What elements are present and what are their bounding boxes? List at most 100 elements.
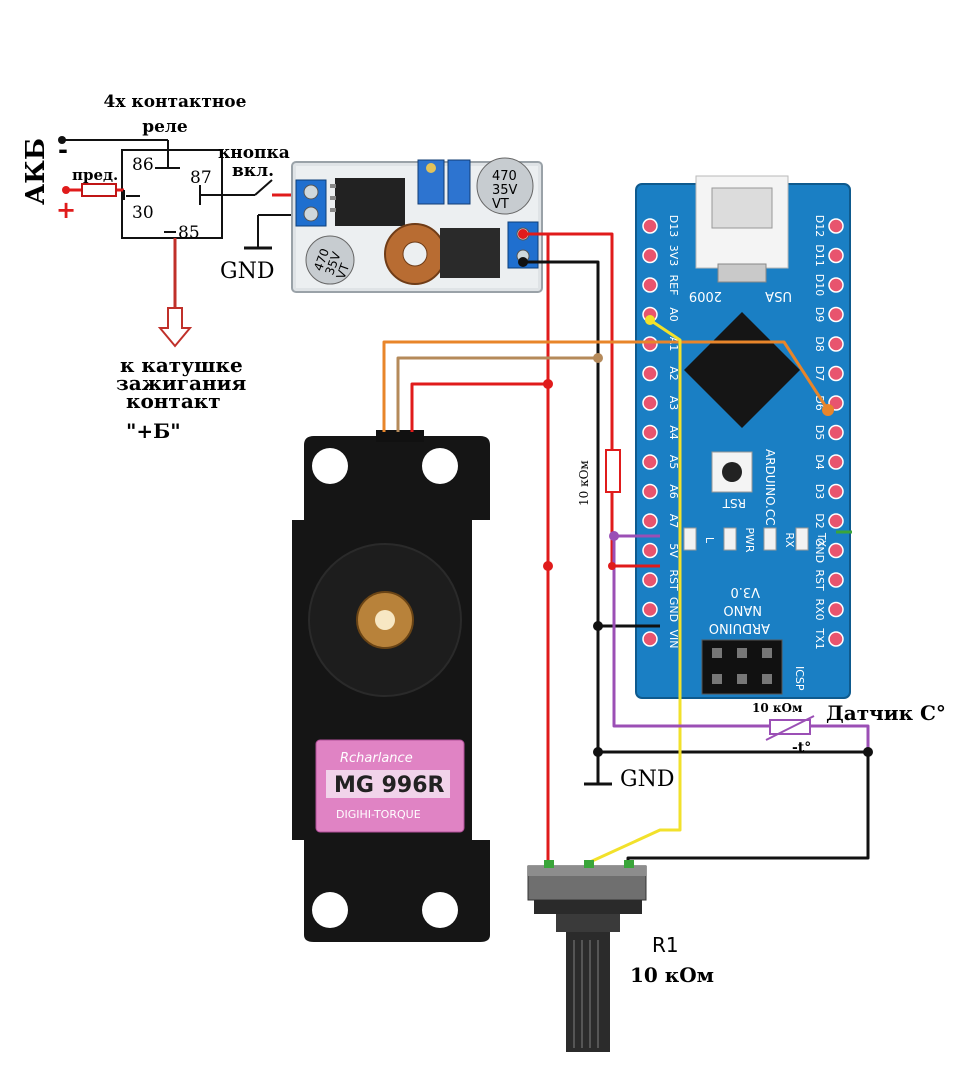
pin-right-label: GND [813,538,826,563]
pin-left-a6 [642,483,658,500]
pin-right-label: D2 [813,513,826,528]
pin-left-5v [642,542,658,559]
servo-model: MG 996R [334,773,445,798]
pin-left-rst [642,572,658,588]
pin-left-ref [642,277,658,293]
pin-right-d11 [828,247,844,264]
pin-left-a2 [642,365,658,382]
pin-left-label: D13 [667,215,680,237]
pin-right-tx1 [828,631,844,647]
pin-left-label: A6 [667,484,680,499]
junctions [518,229,873,757]
relay-pin-87: 87 [190,168,212,188]
gnd-bottom-label: GND [620,767,674,792]
pin-right-d10 [828,277,844,293]
pin-left-label: A4 [667,425,680,440]
pin-right-d9 [828,306,844,323]
relay-title-line2: реле [142,117,188,137]
pin-left-vin [642,631,658,647]
pot-value: 10 кОм [630,963,714,987]
pin-right-label: D11 [813,244,826,266]
resistor-label: 10 кОм [577,460,591,506]
pin-right-d4 [828,454,844,470]
fuse-label: пред. [72,166,118,184]
pin-left-d13 [642,218,658,234]
pin-left-label: GND [667,597,680,622]
pin-right-d7 [828,365,844,382]
pin-right-label: D10 [813,274,826,296]
pin-left-label: 5V [667,543,680,558]
pin-right-label: D7 [813,366,826,381]
relay-pin-30: 30 [132,203,154,223]
temperature-sensor: 10 кОм Датчик С° -t° [752,701,946,756]
led-label: L [703,537,716,544]
pin-left-a7 [642,513,658,529]
sensor-title: Датчик С° [826,701,946,725]
fuse: пред. [62,166,125,200]
pin-right-rx0 [828,601,844,618]
relay-title-line1: 4х контактное [104,92,247,112]
pin-left-label: A3 [667,396,680,411]
led-rx [763,527,777,551]
pin-left-3v3 [642,247,658,264]
pin-left-label: A5 [667,455,680,470]
arduino-name-line2: NANO [723,602,762,617]
dcdc-converter: 470 35V VT 470 35V VT [291,157,543,293]
pin-left-label: REF [667,275,680,296]
arduino-usa: USA [765,288,792,303]
pin-right-label: TX1 [813,627,826,649]
coil-connection: к катушке зажигания контакт "+Б" [116,238,246,443]
pin-left-label: VIN [667,630,680,649]
led-tx [795,527,809,551]
pin-left-a4 [642,424,658,441]
cap2-line3: VT [334,261,353,281]
relay-pin-85: 85 [178,223,200,243]
pin-right-d12 [828,218,844,234]
arduino-name-line3: V3.0 [730,584,760,599]
pin-right-label: D12 [813,215,826,237]
pin-left-a5 [642,454,658,470]
gnd-top-label: GND [220,259,274,284]
coil-label-line3: контакт [126,389,221,413]
pin-right-label: RST [813,569,826,591]
arduino-year: 2009 [689,288,722,303]
pin-left-label: A7 [667,514,680,529]
pin-left-a3 [642,395,658,411]
battery-minus: - [58,136,68,164]
pin-right-d3 [828,483,844,500]
led-label: PWR [743,527,756,553]
pin-left-label: RST [667,569,680,591]
coil-label-line4: "+Б" [126,419,181,443]
pin-left-label: A1 [667,337,680,352]
pin-right-label: D9 [813,307,826,322]
cap1-line2: 35V [492,183,518,198]
pin-right-label: D5 [813,425,826,440]
led-label: RX [783,532,796,548]
servo-brand: Rcharlance [340,751,413,766]
pin-left-label: A2 [667,366,680,381]
arduino-icsp: ICSP [793,666,806,691]
pin-right-gnd [828,542,844,559]
pin-right-label: RX0 [813,598,826,620]
pin-left-label: 3V3 [667,245,680,267]
power-button[interactable]: кнопка вкл. [200,143,298,197]
pin-right-label: D8 [813,336,826,351]
battery-label: АКБ [21,138,51,205]
pin-left-label: A0 [667,307,680,322]
button-label-line1: кнопка [218,143,290,163]
arduino-name-line1: ARDUINO [709,620,770,635]
arduino-rst: RST [722,496,746,510]
cap1-line3: VT [492,197,509,212]
coil-label-line2: зажигания [116,371,246,395]
pin-right-label: D3 [813,484,826,499]
servo-subtitle: DIGIHI-TORQUE [336,808,421,821]
pin-right-d8 [828,336,844,352]
cap1-line1: 470 [492,169,517,184]
servo-mg996r: Rcharlance MG 996R DIGIHI-TORQUE [292,430,490,942]
pin-left-a1 [642,336,658,352]
relay-pin-86: 86 [132,155,154,175]
pin-right-d2 [828,513,844,529]
led-pwr [723,527,737,551]
